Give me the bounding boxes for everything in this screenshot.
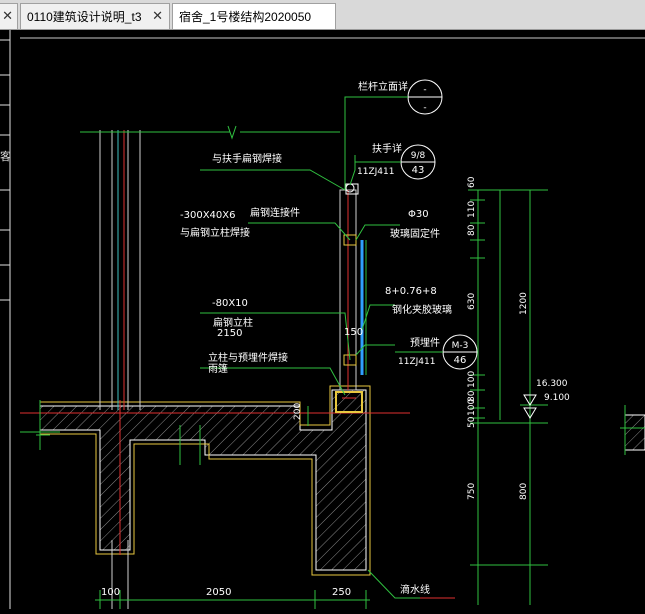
note-glass-fix: 玻璃固定件: [390, 227, 440, 240]
svg-text:50: 50: [467, 416, 477, 428]
drawing-canvas[interactable]: 客: [0, 30, 645, 609]
note-connector: 扁钢连接件: [250, 206, 300, 219]
svg-text:1200: 1200: [519, 292, 529, 315]
bottom-dimension-chain: [95, 590, 370, 609]
svg-text:60: 60: [467, 176, 477, 188]
note-weld-embed: 立柱与预埋件焊接: [208, 351, 288, 364]
tab-label: 0110建筑设计说明_t3: [27, 10, 142, 24]
level-marker: [523, 407, 537, 419]
handrail-top: 9/8: [411, 151, 426, 161]
svg-text:800: 800: [519, 483, 529, 500]
rail-elev-label: 栏杆立面详: [358, 80, 408, 93]
close-icon[interactable]: ✕: [152, 8, 163, 23]
svg-text:200: 200: [293, 403, 303, 420]
svg-text:9.100: 9.100: [544, 393, 570, 403]
concrete-slab: [39, 389, 367, 571]
section-marks: [20, 400, 201, 465]
dim-200: 200: [293, 403, 309, 426]
note-drip: 滴水线: [400, 583, 430, 596]
break-line: [227, 125, 237, 140]
svg-text:100: 100: [467, 371, 477, 388]
note-flat-post: 扁钢立柱: [213, 316, 253, 329]
note-canopy: 雨篷: [208, 362, 228, 375]
tab-bar: ✕ 0110建筑设计说明_t3 ✕ 宿舍_1号楼结构2020050: [0, 0, 645, 30]
rail-elev-bot: -: [423, 103, 426, 113]
leader-lines: [200, 96, 420, 599]
bottom-dimension-text: 100 2050 250: [101, 587, 351, 598]
tab-dormitory-structure[interactable]: 宿舍_1号楼结构2020050: [172, 3, 336, 29]
note-weld-post: 与扁钢立柱焊接: [180, 226, 250, 239]
svg-text:16.300: 16.300: [536, 379, 568, 389]
embed-top: M-3: [452, 341, 469, 351]
note-flat80: -80X10: [212, 298, 248, 309]
tab-architectural-notes[interactable]: 0110建筑设计说明_t3 ✕: [20, 3, 170, 29]
note-weld-handrail: 与扶手扁钢焊接: [212, 152, 282, 165]
note-glass-spec: 8+0.76+8: [385, 286, 437, 297]
note-phi30: Φ30: [408, 209, 429, 220]
window-frame: [80, 130, 340, 609]
svg-text:80: 80: [467, 224, 477, 236]
svg-text:750: 750: [467, 483, 477, 500]
cad-drawing: 客: [0, 30, 645, 609]
embed-ref: 11ZJ411: [398, 357, 435, 367]
svg-text:250: 250: [332, 587, 351, 598]
svg-text:100: 100: [101, 587, 120, 598]
level-marker: [523, 394, 537, 406]
handrail-ref: 11ZJ411: [357, 167, 394, 177]
handrail-label: 扶手详: [372, 142, 402, 155]
tab-previous[interactable]: ✕: [0, 3, 18, 29]
svg-text:80: 80: [467, 390, 477, 402]
embed-bot: 46: [454, 355, 467, 366]
note-glass: 钢化夹胶玻璃: [392, 303, 452, 316]
note-150: 150: [344, 327, 363, 338]
rail-elev-top: -: [423, 85, 426, 95]
note-2150: 2150: [217, 328, 242, 339]
right-dimension-chain: [468, 189, 548, 605]
svg-text:630: 630: [467, 293, 477, 310]
embed-label: 预埋件: [410, 337, 440, 349]
edge-label: 客: [0, 149, 11, 163]
glass-panel: [360, 240, 367, 375]
plaster-line: [40, 385, 371, 576]
right-dimension-text: 60 110 80 630 100 80 100 50 750 1200 800…: [467, 176, 570, 500]
svg-text:110: 110: [467, 201, 477, 218]
adjacent-section: [620, 405, 645, 455]
handrail-bot: 43: [412, 165, 425, 176]
note-plate: -300X40X6: [180, 210, 235, 221]
railing-post: [339, 183, 359, 391]
callout-bubbles: [355, 79, 478, 370]
tab-label: 宿舍_1号楼结构2020050: [179, 10, 312, 24]
left-viewport-edge: [0, 30, 11, 609]
svg-text:100: 100: [467, 399, 477, 416]
close-icon[interactable]: ✕: [2, 8, 13, 23]
embedded-part: [335, 391, 363, 413]
svg-text:2050: 2050: [206, 587, 231, 598]
